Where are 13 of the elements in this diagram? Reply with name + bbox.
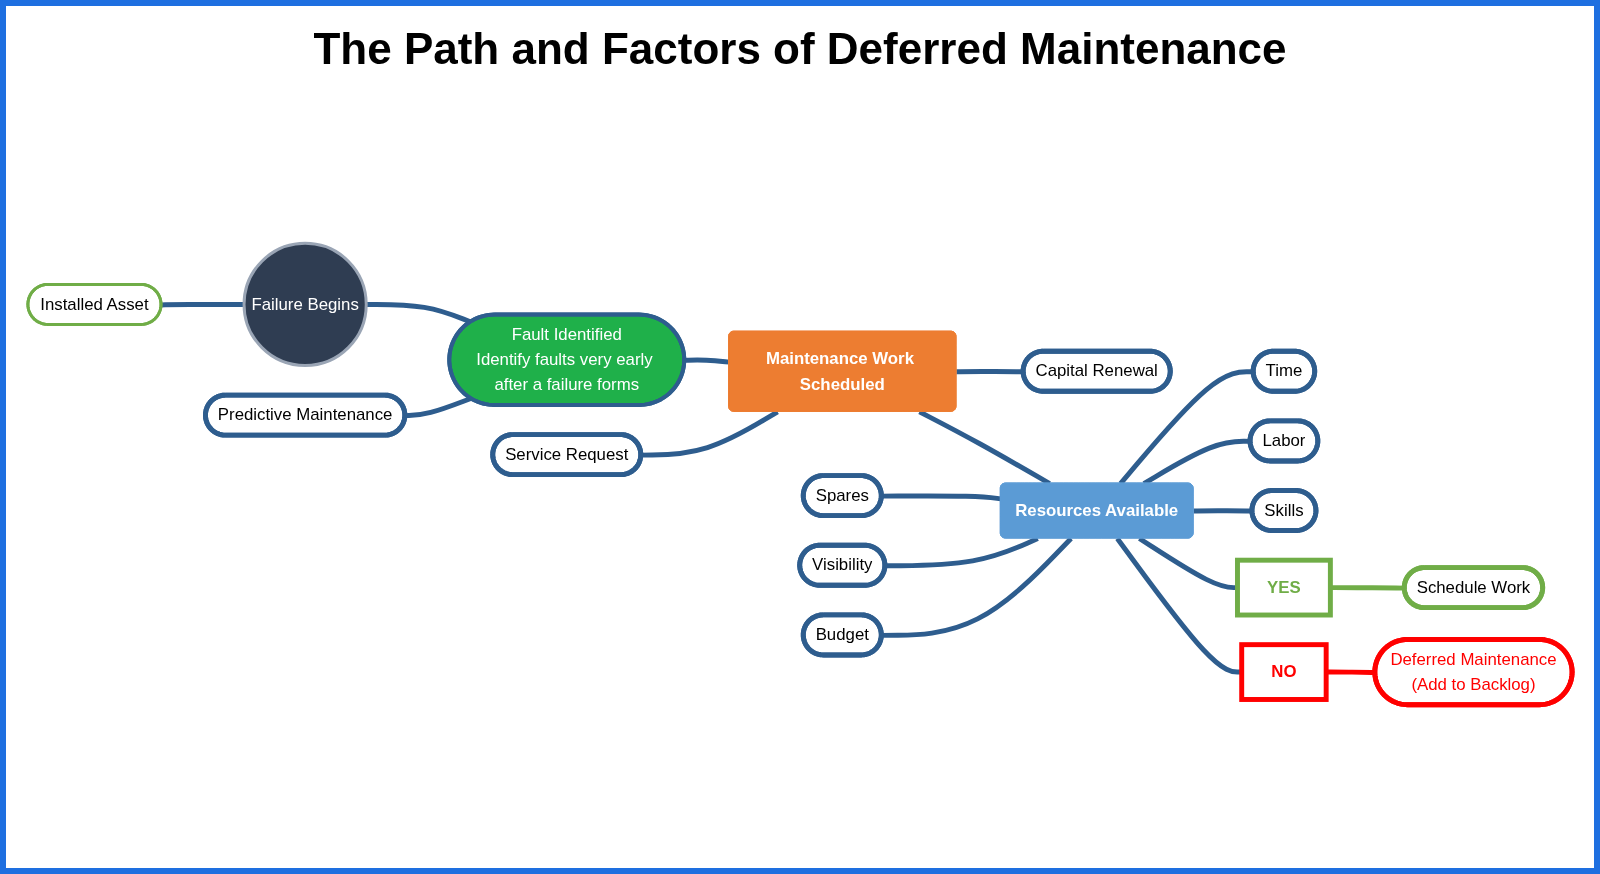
node-circle: Failure Begins bbox=[242, 241, 368, 367]
node-box: NO bbox=[1239, 642, 1329, 702]
connector bbox=[1138, 536, 1238, 591]
diagram-title: The Path and Factors of Deferred Maintenance bbox=[313, 24, 1287, 74]
connector bbox=[366, 301, 472, 325]
connector bbox=[161, 301, 245, 308]
connector bbox=[1330, 585, 1405, 591]
connector bbox=[1193, 508, 1253, 514]
connector bbox=[956, 368, 1024, 375]
connector bbox=[405, 396, 472, 419]
node-box: YES bbox=[1235, 557, 1333, 618]
connector bbox=[1115, 537, 1242, 675]
connector bbox=[885, 536, 1039, 569]
